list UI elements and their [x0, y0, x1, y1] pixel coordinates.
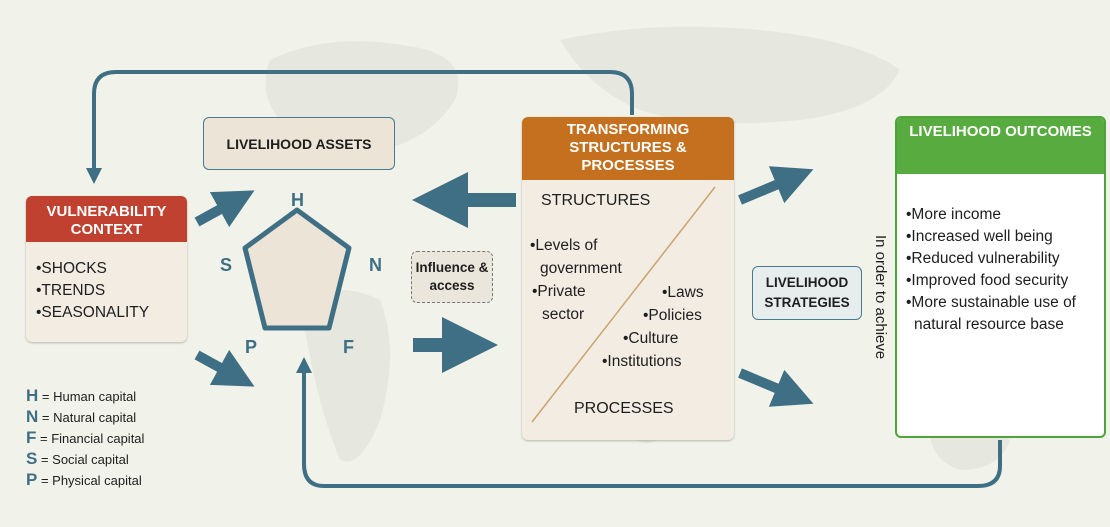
- legend-text: = Social capital: [37, 452, 129, 467]
- transforming-structures-title: TRANSFORMING STRUCTURES & PROCESSES: [522, 117, 734, 180]
- process-culture: •Culture: [623, 330, 679, 347]
- arrow-structures-to-outcomes: [738, 166, 814, 205]
- legend-letter: N: [26, 407, 39, 426]
- vulnerability-item-shocks: •SHOCKS: [36, 260, 107, 277]
- outcomes-list: •More income •Increased well being •Redu…: [897, 174, 1104, 336]
- structures-private: •Private: [532, 283, 586, 300]
- legend-letter: F: [26, 428, 37, 447]
- process-laws: •Laws: [662, 284, 704, 301]
- structures-government: government: [540, 260, 622, 277]
- legend-row-human: H = Human capital: [26, 385, 144, 406]
- influence-access-label: Influence & access: [411, 251, 493, 303]
- outcome-item: •More sustainable use of natural resourc…: [906, 294, 1076, 333]
- pentagon-letter-f: F: [343, 337, 354, 357]
- legend-row-physical: P = Physical capital: [26, 469, 144, 490]
- transforming-structures-box: TRANSFORMING STRUCTURES & PROCESSES STRU…: [522, 117, 734, 440]
- process-institutions: •Institutions: [602, 353, 682, 370]
- vulnerability-context-box: VULNERABILITY CONTEXT •SHOCKS •TRENDS •S…: [26, 196, 187, 342]
- pentagon-letter-h: H: [291, 190, 304, 210]
- livelihood-assets-label: LIVELIHOOD ASSETS: [203, 117, 395, 170]
- processes-heading: PROCESSES: [574, 400, 674, 417]
- structures-heading: STRUCTURES: [541, 192, 651, 209]
- legend-text: = Physical capital: [37, 473, 142, 488]
- legend-row-natural: N = Natural capital: [26, 406, 144, 427]
- outcome-item: •Reduced vulnerability: [906, 250, 1060, 267]
- legend-row-financial: F = Financial capital: [26, 427, 144, 448]
- capital-legend: H = Human capital N = Natural capital F …: [26, 385, 144, 490]
- livelihood-outcomes-box: LIVELIHOOD OUTCOMES •More income •Increa…: [895, 116, 1106, 438]
- arrow-structures-to-strategies: [738, 368, 814, 407]
- vulnerability-item-trends: •TRENDS: [36, 282, 106, 299]
- capital-assets-pentagon: [242, 207, 352, 331]
- structures-sector: sector: [542, 306, 585, 323]
- livelihood-outcomes-title: LIVELIHOOD OUTCOMES: [897, 118, 1104, 174]
- legend-text: = Human capital: [38, 389, 137, 404]
- outcome-item: •Increased well being: [906, 228, 1053, 245]
- pentagon-letter-n: N: [369, 255, 382, 275]
- legend-letter: S: [26, 449, 38, 468]
- legend-text: = Financial capital: [36, 431, 145, 446]
- feedback-arrow-top: [86, 70, 634, 184]
- pentagon-letter-p: P: [245, 337, 258, 357]
- legend-text: = Natural capital: [38, 410, 137, 425]
- vulnerability-item-seasonality: •SEASONALITY: [36, 304, 150, 321]
- in-order-to-achieve-label: In order to achieve: [872, 235, 889, 360]
- legend-letter: P: [26, 470, 38, 489]
- outcome-item: •Improved food security: [906, 272, 1069, 289]
- vulnerability-list: •SHOCKS •TRENDS •SEASONALITY: [26, 242, 187, 324]
- pentagon-letter-s: S: [220, 255, 233, 275]
- process-policies: •Policies: [643, 307, 702, 324]
- feedback-arrow-bottom: [296, 357, 1002, 488]
- legend-letter: H: [26, 386, 39, 405]
- structures-processes-divider: [531, 186, 716, 423]
- vulnerability-context-title: VULNERABILITY CONTEXT: [26, 196, 187, 242]
- arrow-vulnerability-to-assets-upper: [194, 190, 255, 228]
- legend-row-social: S = Social capital: [26, 448, 144, 469]
- outcome-item: •More income: [906, 206, 1002, 223]
- structures-levels-of: •Levels of: [530, 237, 598, 254]
- arrow-vulnerability-to-assets-lower: [194, 349, 255, 387]
- livelihood-strategies-label: LIVELIHOOD STRATEGIES: [752, 266, 862, 320]
